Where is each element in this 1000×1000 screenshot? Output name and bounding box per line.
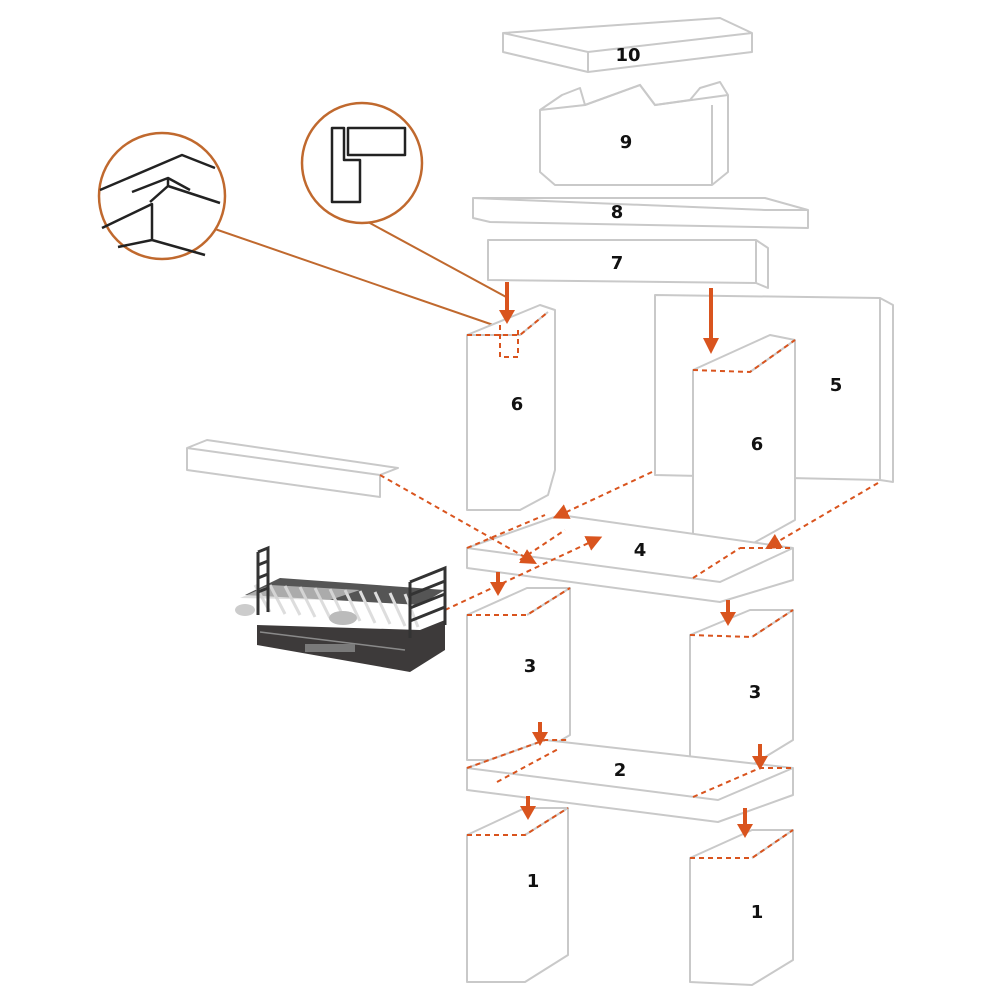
label-piece-6-left: 6 — [511, 394, 524, 415]
piece-6-left-pillar: 6 — [466, 304, 556, 511]
piece-6-right-pillar: 6 — [692, 334, 796, 546]
dashed-guides — [379, 471, 879, 611]
label-piece-1-left: 1 — [527, 871, 540, 892]
assembly-arrows — [490, 282, 768, 838]
label-piece-5: 5 — [830, 375, 843, 396]
piece-8-slab: 8 — [472, 197, 809, 229]
piece-1-right-pillar: 1 — [689, 829, 794, 986]
piece-9-chimney-hood: 9 — [539, 81, 729, 186]
piece-1-left-pillar: 1 — [466, 807, 569, 983]
label-piece-9: 9 — [620, 132, 633, 153]
detail-circle-profile — [300, 101, 424, 225]
label-piece-3-right: 3 — [749, 682, 762, 703]
label-piece-2: 2 — [614, 760, 627, 781]
label-piece-3-left: 3 — [524, 656, 537, 677]
label-piece-10: 10 — [615, 45, 640, 66]
piece-10-roof-slab: 10 — [502, 17, 753, 73]
piece-7-lintel: 7 — [487, 239, 769, 289]
detail-circle-joint — [97, 131, 227, 261]
label-piece-7: 7 — [611, 253, 624, 274]
side-shelf — [186, 439, 399, 498]
label-piece-6-right: 6 — [751, 434, 764, 455]
piece-2-base-slab: 2 — [466, 739, 794, 823]
label-piece-4: 4 — [634, 540, 647, 561]
leader-line-detail-left — [211, 227, 503, 329]
label-piece-8: 8 — [611, 202, 624, 223]
piece-3-right-pillar: 3 — [689, 609, 794, 766]
piece-3-left-pillar: 3 — [466, 587, 571, 761]
label-piece-1-right: 1 — [751, 902, 764, 923]
grill-unit — [235, 545, 447, 672]
leader-line-detail-right — [367, 221, 509, 299]
